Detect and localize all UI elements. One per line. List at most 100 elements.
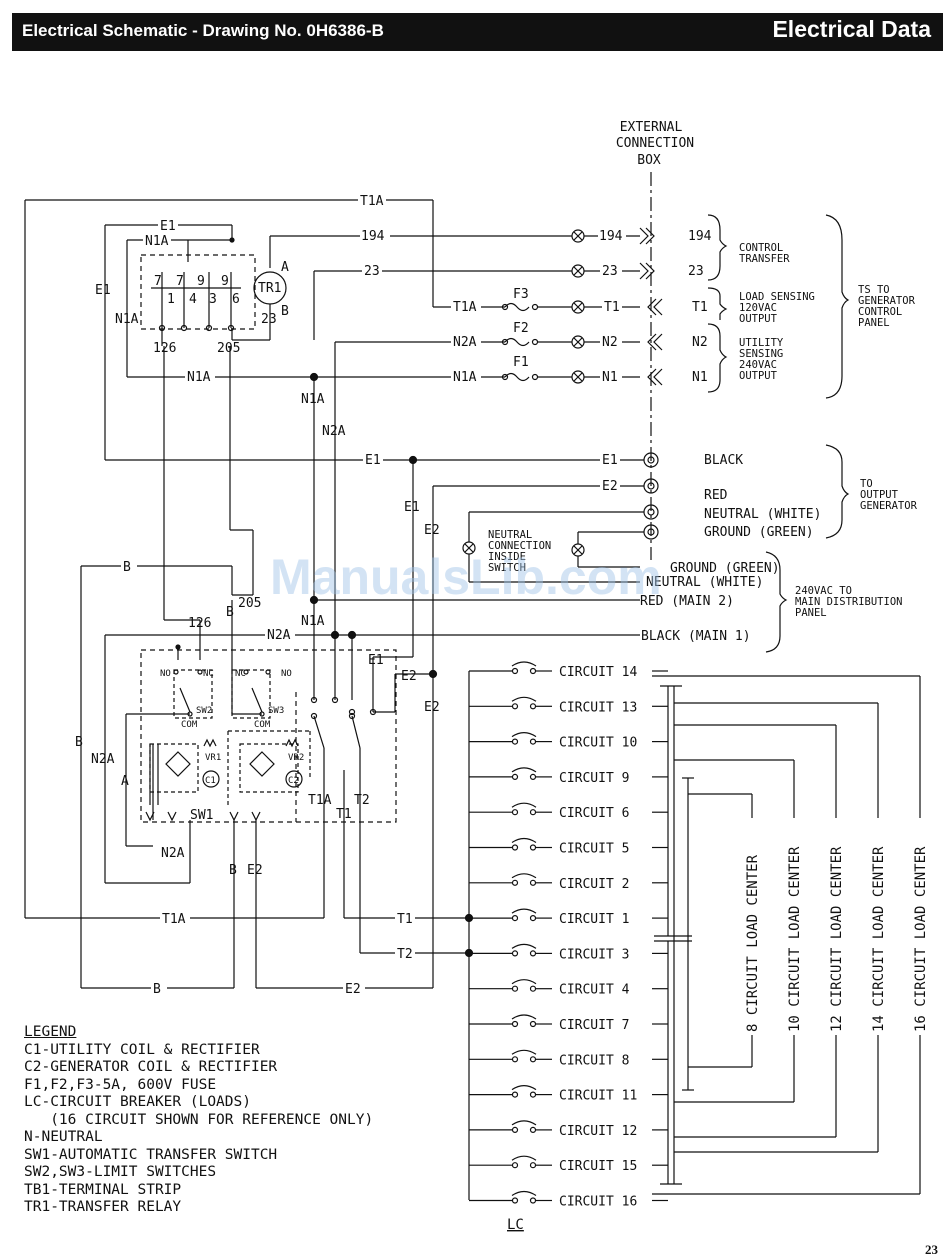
relay-tr1: TR1 bbox=[258, 281, 281, 296]
neutral-conn-1: NEUTRAL bbox=[488, 529, 532, 541]
circuit-breaker: CIRCUIT 1 bbox=[469, 908, 668, 927]
wire-e2-sw: E2 bbox=[401, 669, 417, 684]
load-sensing-2: 120VAC bbox=[739, 302, 777, 314]
sw2-nc: NC bbox=[203, 669, 214, 679]
load-sensing-3: OUTPUT bbox=[739, 313, 778, 325]
wire-23-inner: 23 bbox=[602, 264, 618, 279]
sw1-label: SW1 bbox=[190, 808, 213, 823]
circuit-breaker: CIRCUIT 9 bbox=[469, 767, 668, 786]
circuit-label: CIRCUIT 2 bbox=[559, 877, 629, 892]
circuit-breaker: CIRCUIT 3 bbox=[469, 943, 668, 962]
relay-126: 126 bbox=[153, 341, 176, 356]
circuit-breaker: CIRCUIT 4 bbox=[469, 979, 668, 998]
wire-e2-right: E2 bbox=[424, 700, 440, 715]
wire-n2-right: N2 bbox=[692, 335, 708, 350]
control-rows bbox=[127, 227, 663, 386]
circuit-label: CIRCUIT 3 bbox=[559, 947, 629, 962]
wire-b-top: B bbox=[123, 560, 131, 575]
circuit-breaker: CIRCUIT 2 bbox=[469, 873, 668, 892]
sw3-label: SW3 bbox=[268, 706, 284, 716]
switch-labels: SW1 SW2 SW3 VR1 VR2 C1 C2 NO NC NC NO CO… bbox=[75, 559, 415, 997]
utility-sensing-3: 240VAC bbox=[739, 359, 777, 371]
circuit-breaker: CIRCUIT 15 bbox=[469, 1155, 668, 1174]
wire-n2a-low: N2A bbox=[267, 628, 291, 643]
legend-line: N-NEUTRAL bbox=[24, 1129, 103, 1145]
ext-box-label-2: CONNECTION bbox=[616, 136, 694, 151]
wire-t1a-left: T1A bbox=[453, 300, 477, 315]
load-center-label: 12 CIRCUIT LOAD CENTER bbox=[829, 846, 845, 1032]
wire-e2-bottom: E2 bbox=[247, 863, 263, 878]
load-sensing-1: LOAD SENSING bbox=[739, 291, 815, 303]
to-output-1: TO bbox=[860, 478, 873, 490]
c1-label: C1 bbox=[205, 776, 216, 786]
control-transfer-2: TRANSFER bbox=[739, 253, 790, 265]
circuit-label: CIRCUIT 7 bbox=[559, 1018, 629, 1033]
lc-label: LC bbox=[507, 1217, 524, 1233]
load-center-label: 8 CIRCUIT LOAD CENTER bbox=[745, 854, 761, 1032]
circuit-breaker: CIRCUIT 16 bbox=[469, 1190, 668, 1210]
vr2-label: VR2 bbox=[288, 753, 304, 763]
circuit-breaker: CIRCUIT 14 bbox=[469, 661, 668, 680]
circuit-breaker: CIRCUIT 5 bbox=[469, 837, 668, 857]
load-center-label: 16 CIRCUIT LOAD CENTER bbox=[913, 846, 929, 1032]
ts-panel-2: GENERATOR bbox=[858, 295, 916, 307]
gen-black: BLACK bbox=[704, 453, 743, 468]
wire-e2-vert: E2 bbox=[424, 523, 440, 538]
fuse-f1: F1 bbox=[513, 355, 529, 370]
sw2-label: SW2 bbox=[196, 706, 212, 716]
circuit-label: CIRCUIT 16 bbox=[559, 1195, 637, 1210]
legend-line: TB1-TERMINAL STRIP bbox=[24, 1181, 182, 1198]
circuit-label: CIRCUIT 12 bbox=[559, 1124, 637, 1139]
watermark: ManualsLib.com bbox=[270, 549, 662, 605]
circuit-label: CIRCUIT 5 bbox=[559, 842, 629, 857]
fuse-f2: F2 bbox=[513, 321, 529, 336]
sw3-nc: NC bbox=[235, 669, 246, 679]
sw3-com: COM bbox=[254, 720, 271, 730]
c2-label: C2 bbox=[288, 776, 299, 786]
to-output-2: OUTPUT bbox=[860, 489, 899, 501]
transfer-relay bbox=[24, 199, 434, 918]
relay-pin-4: 4 bbox=[189, 292, 197, 307]
main-red: RED (MAIN 2) bbox=[640, 594, 734, 609]
wire-n1a-top: N1A bbox=[145, 234, 169, 249]
circuit-label: CIRCUIT 10 bbox=[559, 736, 637, 751]
gen-e1-left: E1 bbox=[365, 453, 381, 468]
wire-t2-bottom: T2 bbox=[397, 947, 413, 962]
main-feeds bbox=[105, 342, 640, 988]
legend-line: C2-GENERATOR COIL & RECTIFIER bbox=[24, 1059, 278, 1075]
wire-t1a-sw: T1A bbox=[308, 793, 332, 808]
legend-line: LC-CIRCUIT BREAKER (LOADS) bbox=[24, 1094, 251, 1110]
sw2-no: NO bbox=[160, 669, 171, 679]
external-connection-box: EXTERNAL CONNECTION BOX bbox=[616, 120, 694, 168]
wire-t1-sw: T1 bbox=[336, 807, 352, 822]
legend-line: SW1-AUTOMATIC TRANSFER SWITCH bbox=[24, 1146, 278, 1163]
relay-pin-9b: 9 bbox=[221, 274, 229, 289]
ts-panel-1: TS TO bbox=[858, 284, 890, 296]
sw2-com: COM bbox=[181, 720, 198, 730]
relay-a: A bbox=[281, 260, 289, 275]
transfer-switch-sw1 bbox=[25, 565, 469, 989]
generator-labels: E1 E1 E2 BLACK RED NEUTRAL (WHITE) GROUN… bbox=[363, 452, 821, 540]
wire-e2-base: E2 bbox=[345, 982, 361, 997]
wire-b-left: B bbox=[75, 735, 83, 750]
wire-n1a-left: N1A bbox=[115, 312, 139, 327]
wire-n1a-vert: N1A bbox=[301, 392, 325, 407]
circuit-label: CIRCUIT 4 bbox=[559, 983, 630, 998]
legend-line: SW2,SW3-LIMIT SWITCHES bbox=[24, 1164, 217, 1180]
relay-pin-7a: 7 bbox=[154, 274, 162, 289]
wire-b-bottom: B bbox=[229, 863, 237, 878]
wire-t2-sw: T2 bbox=[354, 793, 370, 808]
circuit-label: CIRCUIT 6 bbox=[559, 806, 629, 821]
legend-line: C1-UTILITY COIL & RECTIFIER bbox=[24, 1041, 260, 1058]
main-panel-3: PANEL bbox=[795, 607, 827, 619]
main-panel-2: MAIN DISTRIBUTION bbox=[795, 596, 902, 608]
header-bar: Electrical Schematic - Drawing No. 0H638… bbox=[12, 13, 943, 51]
circuit-breaker: CIRCUIT 12 bbox=[469, 1120, 668, 1139]
section-title: Electrical Data bbox=[772, 16, 931, 42]
relay-205: 205 bbox=[217, 341, 240, 356]
main-ground: GROUND (GREEN) bbox=[670, 561, 780, 576]
circuit-label: CIRCUIT 8 bbox=[559, 1053, 629, 1068]
